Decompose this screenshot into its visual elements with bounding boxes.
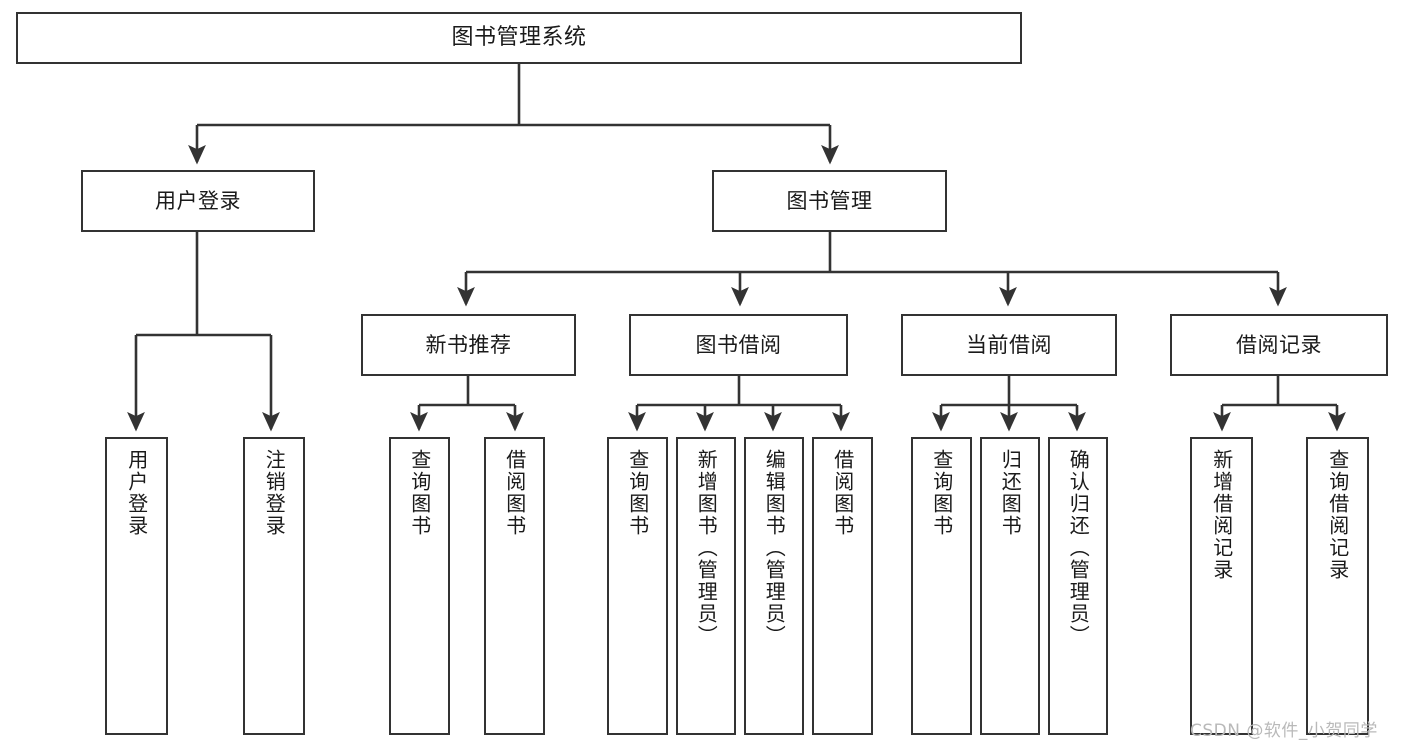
node-label: 图书借阅 bbox=[695, 332, 782, 357]
node-leaf-return-book[interactable]: 归还图书 bbox=[980, 437, 1040, 735]
node-leaf-user-login[interactable]: 用户登录 bbox=[105, 437, 168, 735]
node-label: 图书管理系统 bbox=[451, 25, 587, 51]
node-label: 查询图书 bbox=[625, 449, 650, 537]
node-book-management[interactable]: 图书管理 bbox=[712, 170, 947, 232]
node-borrow-record[interactable]: 借阅记录 bbox=[1170, 314, 1388, 376]
node-label: 借阅记录 bbox=[1236, 332, 1322, 357]
node-label: 注销登录 bbox=[262, 449, 287, 537]
node-label: 新增借阅记录 bbox=[1209, 449, 1234, 581]
node-leaf-borrow-book-1[interactable]: 借阅图书 bbox=[484, 437, 545, 735]
node-leaf-query-book-3[interactable]: 查询图书 bbox=[911, 437, 972, 735]
node-label: 新书推荐 bbox=[425, 332, 512, 357]
node-leaf-query-book-2[interactable]: 查询图书 bbox=[607, 437, 668, 735]
node-label: 当前借阅 bbox=[966, 332, 1052, 357]
node-label: 借阅图书 bbox=[830, 449, 855, 537]
node-new-book-recommend[interactable]: 新书推荐 bbox=[361, 314, 576, 376]
node-label: 查询图书 bbox=[407, 449, 432, 537]
node-label: 确认归还（管理员） bbox=[1066, 449, 1091, 647]
node-leaf-query-borrow-record[interactable]: 查询借阅记录 bbox=[1306, 437, 1369, 735]
node-label: 用户登录 bbox=[124, 449, 149, 537]
node-label: 用户登录 bbox=[155, 188, 241, 213]
node-label: 查询借阅记录 bbox=[1325, 449, 1350, 581]
node-leaf-query-book-1[interactable]: 查询图书 bbox=[389, 437, 450, 735]
node-leaf-add-borrow-record[interactable]: 新增借阅记录 bbox=[1190, 437, 1253, 735]
node-book-borrow[interactable]: 图书借阅 bbox=[629, 314, 848, 376]
csdn-watermark: CSDN @软件_小贺同学 bbox=[1190, 721, 1378, 741]
node-label: 新增图书（管理员） bbox=[694, 449, 719, 647]
node-book-management-system[interactable]: 图书管理系统 bbox=[16, 12, 1022, 64]
node-label: 归还图书 bbox=[998, 449, 1023, 537]
node-leaf-add-book-admin[interactable]: 新增图书（管理员） bbox=[676, 437, 736, 735]
node-leaf-borrow-book-2[interactable]: 借阅图书 bbox=[812, 437, 873, 735]
node-label: 图书管理 bbox=[786, 188, 873, 213]
node-leaf-edit-book-admin[interactable]: 编辑图书（管理员） bbox=[744, 437, 804, 735]
node-label: 编辑图书（管理员） bbox=[762, 449, 787, 647]
node-label: 借阅图书 bbox=[502, 449, 527, 537]
node-user-login[interactable]: 用户登录 bbox=[81, 170, 315, 232]
node-leaf-confirm-return-admin[interactable]: 确认归还（管理员） bbox=[1048, 437, 1108, 735]
node-current-borrow[interactable]: 当前借阅 bbox=[901, 314, 1117, 376]
node-leaf-logout-login[interactable]: 注销登录 bbox=[243, 437, 305, 735]
node-label: 查询图书 bbox=[929, 449, 954, 537]
